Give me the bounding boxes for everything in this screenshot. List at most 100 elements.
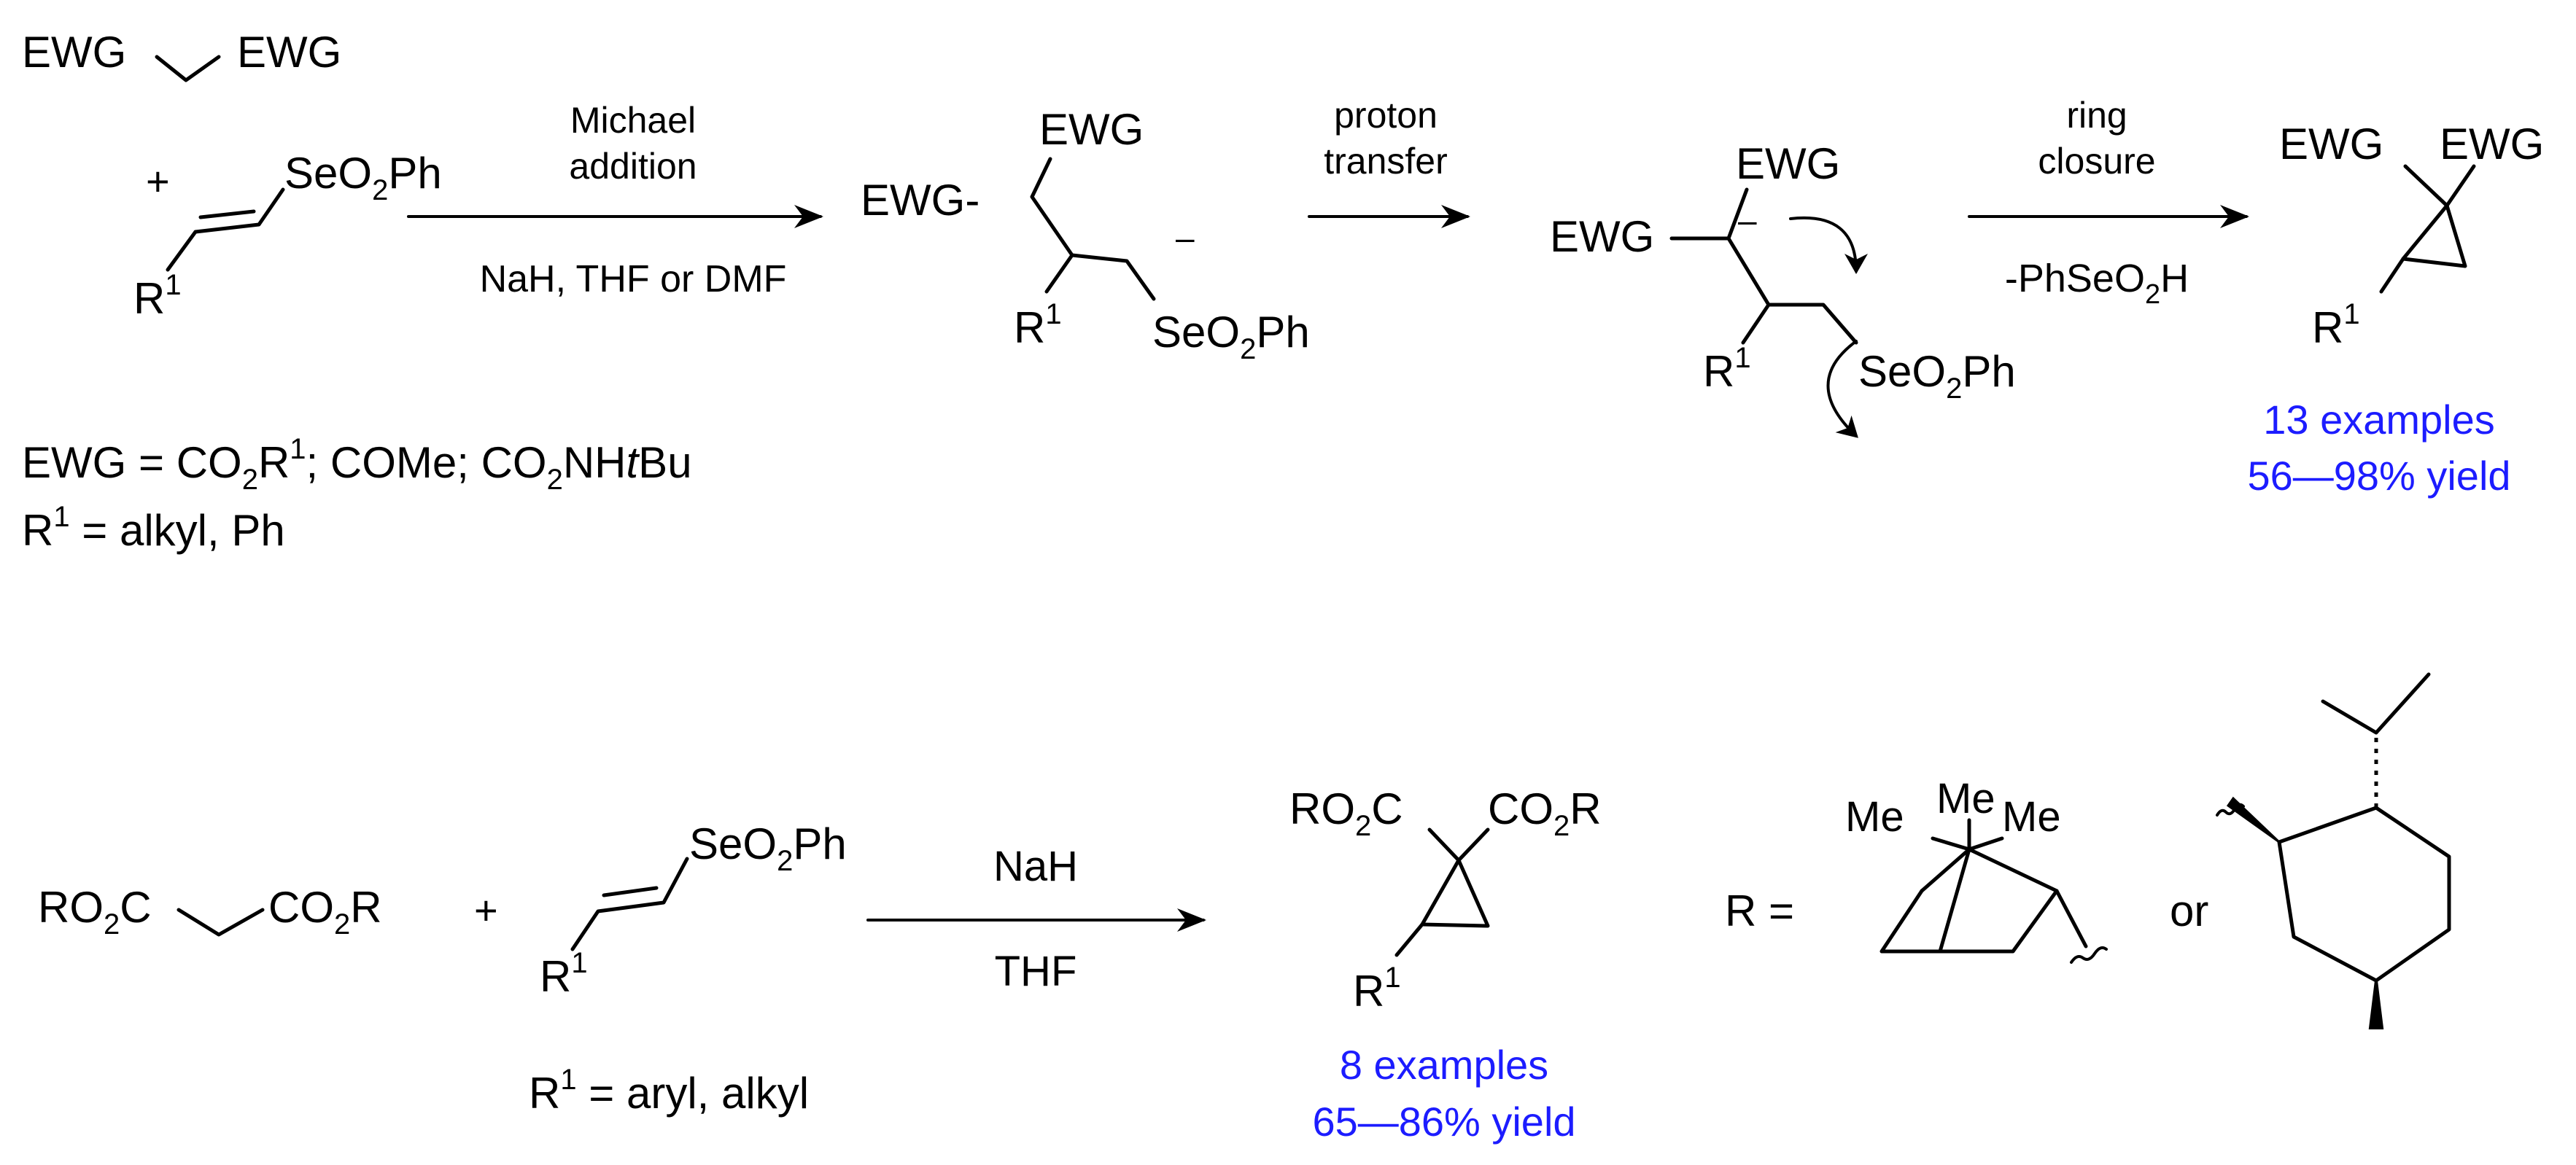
row1-reactant-malonate: EWG EWG bbox=[22, 28, 341, 82]
prod1-ewg-left: EWG bbox=[2279, 120, 2383, 168]
step2-arrow-group: proton transfer bbox=[1308, 95, 1470, 228]
prod2-r-bond bbox=[1394, 922, 1424, 957]
int1-seo-sub: 2 bbox=[1240, 333, 1256, 365]
vinyl-ph: Ph bbox=[388, 149, 441, 198]
step2-label-line2: transfer bbox=[1324, 141, 1448, 182]
int1-chain bbox=[1030, 157, 1156, 301]
bornyl-me-2: Me bbox=[1936, 775, 1995, 822]
product1-cyclopropane: EWG EWG R1 bbox=[2279, 120, 2544, 352]
svg-text:RO2C: RO2C bbox=[1289, 784, 1403, 842]
svg-text:SeO2Ph: SeO2Ph bbox=[284, 149, 442, 206]
svg-text:R1: R1 bbox=[1014, 298, 1062, 352]
row2-vinyl-selenone: SeO2Ph R1 bbox=[540, 819, 847, 1001]
row1-definitions: EWG = CO2R1; COMe; CO2NHtBu R1 = alkyl, … bbox=[22, 433, 692, 555]
int1-charge: – bbox=[1176, 219, 1195, 257]
menthyl-ring bbox=[2277, 806, 2451, 983]
int2-r: R bbox=[1703, 347, 1734, 396]
svg-text:CO2R: CO2R bbox=[268, 883, 382, 940]
byproduct-sub: 2 bbox=[2145, 279, 2160, 310]
or-text: or bbox=[2170, 887, 2208, 935]
int2-seo-sub: 2 bbox=[1946, 373, 1962, 405]
svg-text:R1: R1 bbox=[133, 269, 182, 323]
byproduct-a: -PhSeO bbox=[2005, 257, 2145, 300]
row2-malonate: RO2C CO2R bbox=[38, 883, 382, 940]
int2-charge: – bbox=[1738, 201, 1757, 239]
int2-seo: SeO bbox=[1858, 347, 1946, 396]
int2-r-bond bbox=[1741, 303, 1771, 345]
row2-r1-definition: R1 = aryl, alkyl bbox=[529, 1064, 809, 1118]
r-equals: R = bbox=[1725, 887, 1794, 935]
svg-text:CO2R: CO2R bbox=[1488, 784, 1602, 842]
ewg-definition: EWG = CO2R1; COMe; CO2NHtBu bbox=[22, 433, 692, 496]
vinyl-double-bond bbox=[198, 209, 256, 219]
vinyl-r-bond bbox=[166, 230, 198, 272]
row2-arrow-group: NaH THF bbox=[866, 843, 1206, 995]
prod1-ewg-right: EWG bbox=[2440, 120, 2544, 168]
vinyl-bonds bbox=[193, 187, 285, 234]
step3-arrow-group: ring closure -PhSeO2H bbox=[1968, 95, 2249, 310]
int1-seo: SeO bbox=[1152, 308, 1240, 356]
vinyl-seo: SeO bbox=[284, 149, 372, 198]
byproduct-b: H bbox=[2160, 257, 2189, 300]
malonate-ch2 bbox=[176, 908, 265, 937]
int2-ewg-top: EWG bbox=[1736, 139, 1840, 188]
bornyl-bridge bbox=[1938, 847, 2059, 954]
step3-byproduct: -PhSeO2H bbox=[2005, 257, 2189, 310]
curly-arrow-leave bbox=[1826, 340, 1858, 438]
intermediate1: EWG EWG- – R1 SeO2Ph bbox=[861, 105, 1310, 365]
svg-text:R1: R1 bbox=[1703, 342, 1751, 396]
plus-sign-2: + bbox=[474, 887, 498, 933]
vinyl-r-sup: 1 bbox=[165, 269, 181, 301]
step1-conditions: NaH, THF or DMF bbox=[480, 258, 787, 300]
step1-arrow-group: Michael addition NaH, THF or DMF bbox=[407, 100, 823, 300]
row2-vinyl-double bbox=[602, 886, 659, 897]
vinyl-seo-sub: 2 bbox=[372, 174, 388, 206]
r1-definition: R1 = alkyl, Ph bbox=[22, 501, 285, 555]
scope1-yield: 56—98% yield bbox=[2247, 453, 2510, 499]
prod1-r-sup: 1 bbox=[2343, 298, 2359, 330]
svg-text:SeO2Ph: SeO2Ph bbox=[1152, 308, 1310, 365]
prod2-ring bbox=[1420, 858, 1490, 928]
bornyl-attach bbox=[2055, 889, 2088, 948]
scope2-examples: 8 examples bbox=[1340, 1042, 1548, 1088]
bornyl-ring bbox=[1879, 889, 2059, 954]
svg-text:SeO2Ph: SeO2Ph bbox=[1858, 347, 2016, 405]
int2-r-sup: 1 bbox=[1734, 342, 1750, 374]
menthyl-wedge-methyl bbox=[2368, 980, 2384, 1029]
intermediate2: EWG EWG – R1 SeO2Ph bbox=[1550, 139, 2016, 438]
ch2-bond bbox=[155, 55, 221, 82]
svg-text:R1: R1 bbox=[540, 947, 588, 1001]
prod1-r-bond bbox=[2379, 257, 2405, 294]
step3-label-line1: ring bbox=[2066, 95, 2127, 136]
bornyl-upper bbox=[1920, 847, 1971, 893]
scope1: 13 examples 56—98% yield bbox=[2247, 397, 2510, 499]
bornyl-wavy-bond bbox=[2070, 946, 2108, 964]
malonate-co: CO bbox=[268, 883, 334, 932]
prod1-ring bbox=[2401, 203, 2467, 268]
plus-sign-1: + bbox=[146, 158, 170, 204]
int1-ph: Ph bbox=[1256, 308, 1309, 356]
bornyl-me-3: Me bbox=[2002, 793, 2061, 841]
step1-label-line2: addition bbox=[569, 146, 697, 187]
menthyl-isopropyl bbox=[2321, 672, 2431, 735]
menthyl-wedge-attach bbox=[2226, 796, 2281, 843]
menthyl-structure bbox=[2216, 672, 2451, 1029]
reactant1-ewg-left: EWG bbox=[22, 28, 126, 77]
curly-arrow-attack bbox=[1789, 217, 1868, 274]
scope2-yield: 65—86% yield bbox=[1312, 1099, 1575, 1145]
menthyl-wavy-bond bbox=[2216, 803, 2245, 817]
int2-ewg-left: EWG bbox=[1550, 212, 1654, 261]
int1-r: R bbox=[1014, 303, 1045, 352]
svg-text:SeO2Ph: SeO2Ph bbox=[689, 819, 847, 877]
prod1-ewg-bonds bbox=[2403, 164, 2476, 208]
scope2: 8 examples 65—86% yield bbox=[1312, 1042, 1575, 1145]
bornyl-me-1: Me bbox=[1845, 793, 1904, 841]
vinyl-r: R bbox=[133, 274, 165, 323]
product2-cyclopropane: RO2C CO2R R1 bbox=[1289, 784, 1602, 1016]
malonate-ro: RO bbox=[38, 883, 104, 932]
int1-ewg-top: EWG bbox=[1039, 105, 1144, 154]
prod2-substituent-bonds bbox=[1427, 827, 1490, 862]
svg-text:R1: R1 bbox=[1353, 962, 1401, 1016]
int2-ph: Ph bbox=[1962, 347, 2015, 396]
